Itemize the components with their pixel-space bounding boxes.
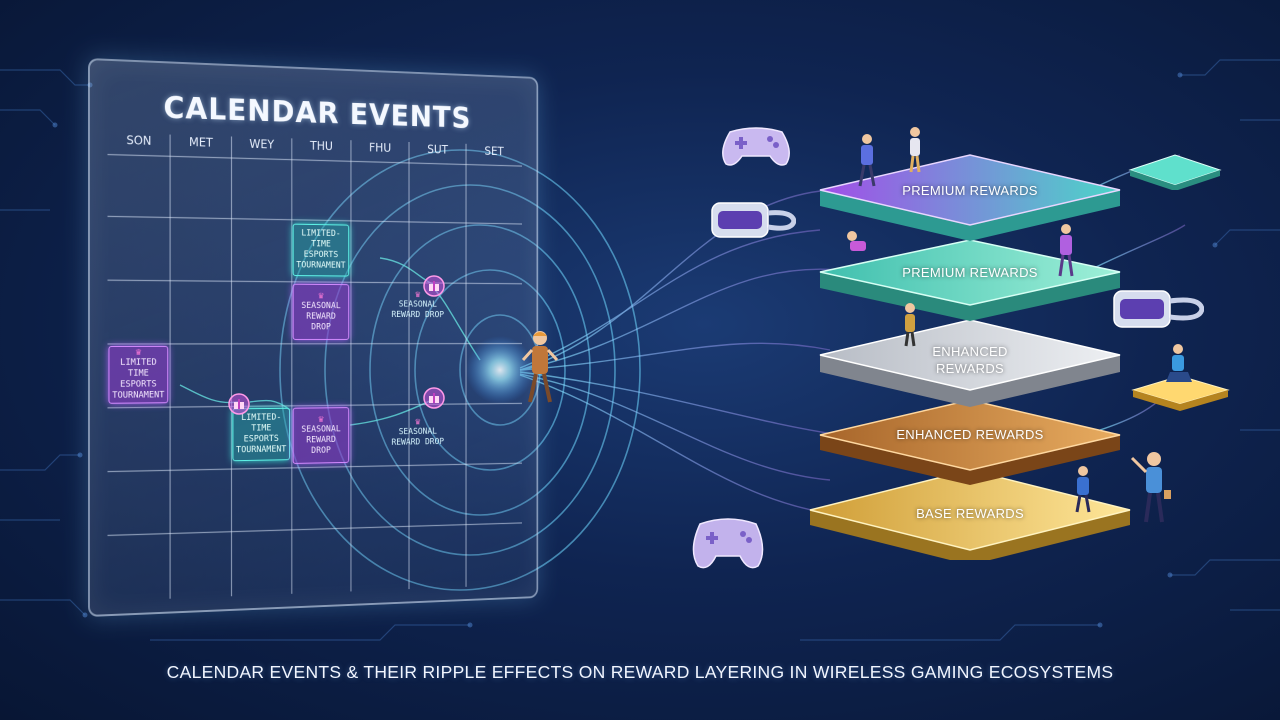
diagram-caption: CALENDAR EVENTS & THEIR RIPPLE EFFECTS O… (0, 662, 1280, 683)
trophy-icon: ♛ (136, 348, 142, 358)
day-label-mon: MET (170, 135, 231, 151)
person-figure (1068, 464, 1098, 514)
calendar-grid: SON MET WEY THU FHU SUT SET LIMITED-TIME… (108, 133, 522, 602)
person-figure (1052, 222, 1080, 278)
calendar-grid-lines (108, 133, 522, 602)
player-figure (520, 328, 560, 408)
event-line: TOURNAMENT (296, 261, 345, 272)
reward-label-enhanced-silver: ENHANCED REWARDS (900, 343, 1040, 377)
event-line: ESPORTS (120, 380, 157, 391)
gift-icon (227, 392, 251, 416)
person-figure (898, 302, 922, 348)
event-line: REWARD DROP (391, 437, 444, 448)
event-line: SEASONAL (399, 300, 437, 311)
person-figure (852, 132, 882, 190)
reward-label-enhanced-bronze: ENHANCED REWARDS (870, 427, 1070, 442)
reward-label-premium-second: PREMIUM REWARDS (870, 265, 1070, 280)
day-label-sun: SON (108, 133, 171, 149)
gamepad-icon (718, 122, 794, 168)
event-line: TOURNAMENT (112, 390, 164, 401)
event-esports-tournament[interactable]: LIMITED-TIME ESPORTS TOURNAMENT (293, 224, 349, 277)
reward-label-base: BASE REWARDS (870, 506, 1070, 521)
event-esports-tournament[interactable]: ♛ LIMITED TIME ESPORTS TOURNAMENT (108, 346, 168, 404)
event-line: LIMITED-TIME (295, 229, 346, 251)
event-line: ESPORTS (244, 434, 279, 445)
person-figure (1160, 342, 1196, 388)
gamepad-icon (688, 510, 768, 576)
event-line: LIMITED TIME (111, 358, 165, 380)
event-line: REWARD DROP (295, 311, 346, 332)
event-line: REWARD DROP (295, 435, 346, 457)
person-figure (840, 228, 874, 258)
event-line: TOURNAMENT (236, 445, 286, 457)
event-line: REWARD DROP (391, 310, 444, 321)
vr-headset-icon (1112, 283, 1204, 333)
person-figure (1128, 450, 1176, 526)
vr-headset-icon (708, 195, 796, 243)
trophy-icon: ♛ (318, 415, 323, 425)
trophy-icon: ♛ (415, 290, 420, 300)
day-label-thu: THU (292, 138, 351, 153)
calendar-title: CALENDAR EVENTS (90, 88, 537, 138)
trophy-icon: ♛ (415, 418, 420, 428)
reward-label-premium-top: PREMIUM REWARDS (870, 183, 1070, 198)
gift-icon (422, 386, 446, 410)
event-line: SEASONAL (399, 427, 437, 438)
day-label-wed: WEY (232, 136, 292, 151)
event-line: SEASONAL (301, 424, 340, 435)
person-figure (902, 126, 928, 174)
event-seasonal-reward-drop[interactable]: ♛ SEASONAL REWARD DROP (387, 414, 449, 453)
trophy-icon: ♛ (318, 291, 323, 301)
day-label-fri: FHU (351, 140, 409, 155)
event-line: ESPORTS (304, 250, 339, 261)
event-seasonal-reward-drop[interactable]: ♛ SEASONAL REWARD DROP (293, 407, 349, 464)
day-label-sat: SUT (409, 142, 466, 157)
calendar-panel: CALENDAR EVENTS SON MET WEY THU FHU (88, 58, 538, 617)
mini-platform-teal (1125, 145, 1225, 190)
event-line: SEASONAL (301, 301, 340, 312)
gift-icon (422, 274, 446, 298)
event-seasonal-reward-drop[interactable]: ♛ SEASONAL REWARD DROP (293, 284, 349, 340)
day-label-sat2: SET (466, 144, 522, 159)
